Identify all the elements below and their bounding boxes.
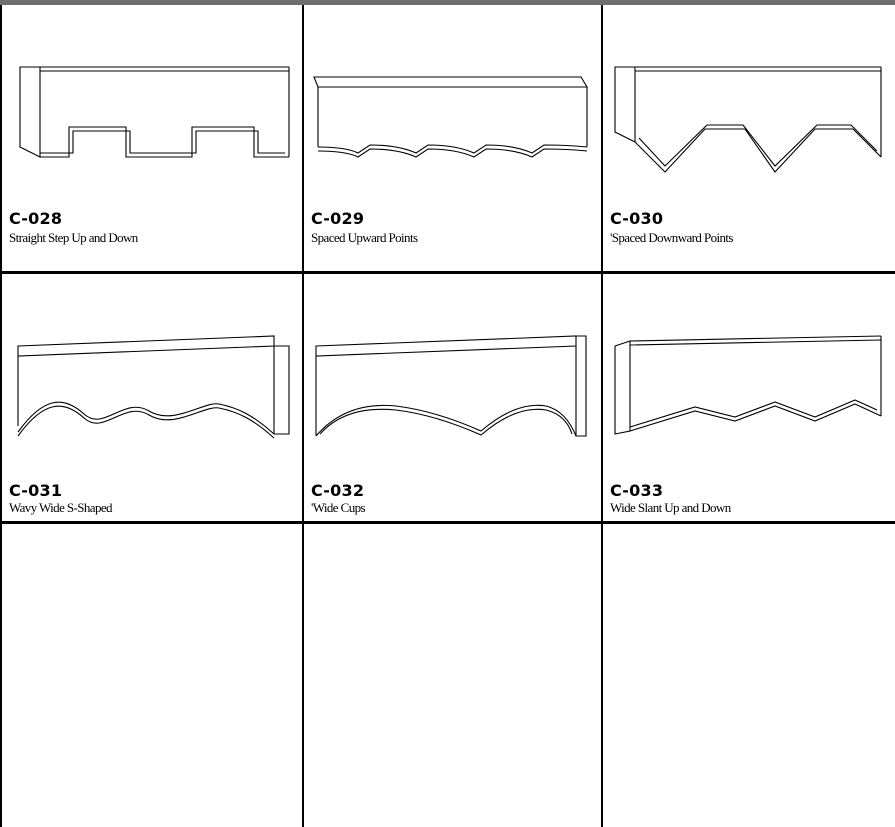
item-code: C-032: [311, 481, 365, 500]
item-description: 'Wide Cups: [311, 500, 366, 515]
grid-line-col2: [601, 5, 603, 827]
item-code: C-030: [610, 209, 664, 228]
grid-line-row2: [0, 521, 895, 524]
empty-cell: [605, 526, 895, 821]
item-code: C-033: [610, 481, 664, 500]
catalog-item-c-029[interactable]: C-029 Spaced Upward Points: [306, 7, 602, 247]
item-description: Straight Step Up and Down: [9, 230, 138, 245]
grid-line-col1: [302, 5, 304, 827]
empty-cell: [306, 526, 602, 821]
item-code: C-029: [311, 209, 365, 228]
catalog-item-c-031[interactable]: C-031 Wavy Wide S-Shaped: [4, 276, 300, 516]
catalog-item-c-028[interactable]: C-028 Straight Step Up and Down: [4, 7, 300, 247]
wide-cups-valance-icon: [315, 335, 587, 437]
grid-line-left: [0, 5, 2, 827]
step-valance-icon: [19, 66, 290, 158]
grid-line-row1: [0, 271, 895, 274]
empty-cell: [4, 526, 300, 821]
catalog-item-c-032[interactable]: C-032 'Wide Cups: [306, 276, 602, 516]
slant-valance-icon: [614, 335, 882, 435]
catalog-item-c-033[interactable]: C-033 Wide Slant Up and Down: [605, 276, 895, 516]
item-code: C-028: [9, 209, 63, 228]
wavy-s-valance-icon: [17, 335, 290, 439]
item-description: 'Spaced Downward Points: [610, 230, 733, 245]
top-bar: [0, 0, 895, 5]
downward-points-valance-icon: [614, 66, 882, 173]
item-description: Wavy Wide S-Shaped: [9, 500, 113, 515]
item-code: C-031: [9, 481, 63, 500]
catalog-item-c-030[interactable]: C-030 'Spaced Downward Points: [605, 7, 895, 247]
item-description: Wide Slant Up and Down: [610, 500, 731, 515]
item-description: Spaced Upward Points: [311, 230, 418, 245]
upward-points-valance-icon: [313, 76, 588, 158]
